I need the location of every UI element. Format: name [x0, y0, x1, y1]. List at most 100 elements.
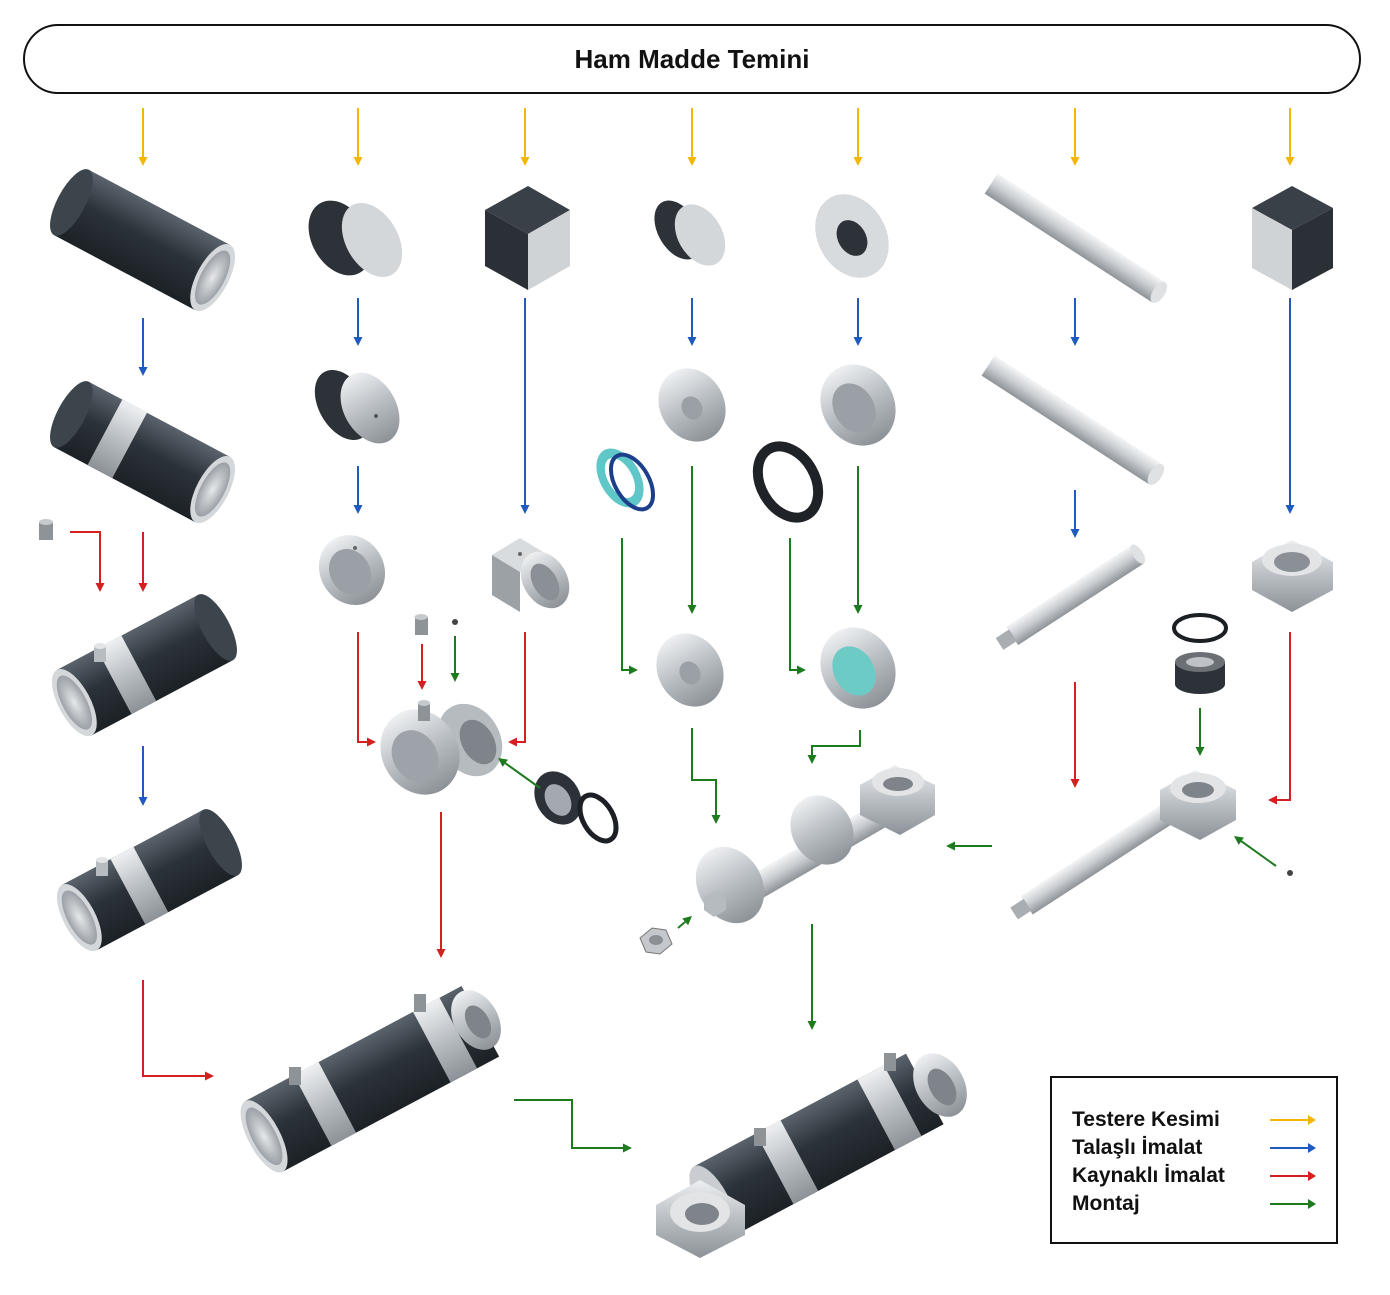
assembly-arrow-barrel-to-final	[514, 1099, 623, 1149]
assembly-arrow-piston-seals	[621, 538, 629, 671]
welding-arrow-cap-head	[367, 737, 376, 747]
machining-arrow-gland-head	[853, 337, 863, 346]
piston-grooved	[658, 368, 726, 442]
final-hydraulic-cylinder	[656, 1053, 967, 1258]
assembly-arrow-rod-to-final-head	[807, 1021, 817, 1030]
legend-arrow-icon	[1270, 1199, 1316, 1209]
assembly-arrow-nut	[677, 921, 686, 929]
gland-machined	[820, 364, 896, 446]
welding-arrow-cap	[357, 632, 367, 743]
welding-arrow-eye-head	[1268, 795, 1277, 805]
legend-item-sawing: Testere Kesimi	[1072, 1106, 1322, 1134]
clevis-block-raw	[485, 186, 570, 290]
legend-arrow-icon	[1270, 1115, 1316, 1125]
assembly-arrow-nipple-rod-head	[1234, 836, 1244, 845]
end-cap-turned	[314, 369, 400, 444]
sawing-arrow-3-head	[520, 157, 530, 166]
assembly-arrow-nipple-rod	[1240, 840, 1277, 867]
piston-rod-assembly	[695, 765, 935, 924]
machining-arrow-rod-2-head	[1070, 529, 1080, 538]
flow-arrows	[70, 108, 1295, 1153]
assembly-arrow-barrel-to-final-head	[623, 1143, 632, 1153]
raw-material-supply-banner: Ham Madde Temini	[23, 24, 1361, 94]
machining-arrow-cap-1-head	[353, 337, 363, 346]
welding-arrow-barrel-to-assy	[142, 980, 205, 1077]
rod-turned	[981, 355, 1165, 486]
welding-arrow-cap-port-head	[417, 681, 427, 690]
piston-with-seals	[656, 633, 724, 707]
welding-arrow-port	[70, 531, 101, 583]
welded-barrel-assembly	[240, 985, 501, 1173]
end-cap-clevis-assembly	[380, 700, 503, 795]
rod-threaded	[995, 544, 1146, 650]
assembly-arrow-piston-to-rod	[691, 728, 717, 815]
sawing-arrow-4-head	[687, 157, 697, 166]
machining-arrow-eye-head	[1285, 505, 1295, 514]
clevis-block-machined	[492, 538, 570, 612]
machining-arrow-barrel-2-head	[138, 797, 148, 806]
gland-seal-set	[752, 441, 824, 523]
piston-nut	[639, 927, 673, 955]
machining-arrow-rod-1-head	[1070, 337, 1080, 346]
sawing-arrow-6-head	[1070, 157, 1080, 166]
legend-item-welding: Kaynaklı İmalat	[1072, 1162, 1322, 1190]
gland-raw-ring	[815, 194, 889, 278]
welding-arrow-clevis-head	[508, 737, 517, 747]
rod-seal-ring	[1172, 613, 1228, 643]
machining-arrow-clevis-head	[520, 505, 530, 514]
machining-arrow-piston-head	[687, 337, 697, 346]
assembly-arrow-nipple-head	[450, 673, 460, 682]
machining-arrow-cap-2-head	[353, 505, 363, 514]
welding-arrow-barrel-head	[138, 583, 148, 592]
welding-arrow-port-head	[95, 583, 105, 592]
port-fitting-cap	[414, 614, 428, 635]
assembly-arrow-piston-seals-head	[629, 665, 638, 675]
piston-raw-disc	[654, 200, 726, 266]
legend-label: Testere Kesimi	[1072, 1108, 1220, 1131]
rod-bearing	[1175, 652, 1225, 694]
welding-arrow-barrel-to-assy-head	[205, 1071, 214, 1081]
assembly-arrow-piston-head	[687, 605, 697, 614]
legend-item-assembly: Montaj	[1072, 1190, 1322, 1218]
legend-arrow-icon	[1270, 1143, 1316, 1153]
assembly-arrow-gland-to-rod-head	[807, 755, 817, 764]
rod-eye-machined	[1252, 540, 1333, 612]
assembly-arrow-seal-to-cap-head	[498, 758, 508, 767]
assembly-arrow-piston-to-rod-head	[711, 815, 721, 824]
welding-arrow-cap-to-barrel-head	[436, 949, 446, 958]
port-fitting-small	[39, 519, 53, 540]
barrel-tube-machined	[50, 381, 236, 524]
sawing-arrow-1-head	[138, 157, 148, 166]
cap-seal-pack	[534, 771, 619, 844]
rod-raw-bar	[984, 173, 1168, 304]
barrel-tube-finished	[56, 809, 242, 952]
assembly-arrow-bearing-head	[1195, 747, 1205, 756]
grease-nipple-cap	[452, 619, 458, 625]
grease-nipple-rod	[1287, 870, 1293, 876]
sawing-arrow-5-head	[853, 157, 863, 166]
end-cap-raw-disc	[308, 200, 403, 277]
legend-item-machining: Talaşlı İmalat	[1072, 1134, 1322, 1162]
welding-arrow-rod-head	[1070, 779, 1080, 788]
legend-label: Montaj	[1072, 1192, 1140, 1215]
piston-seal-set	[596, 448, 656, 512]
assembly-arrow-gland-head	[853, 605, 863, 614]
welding-arrow-eye	[1277, 632, 1291, 801]
legend-label: Kaynaklı İmalat	[1072, 1164, 1225, 1187]
assembly-arrow-seal-to-cap	[504, 762, 541, 789]
assembly-arrow-gland-to-rod	[811, 730, 861, 755]
barrel-tube-with-port	[51, 594, 237, 737]
assembly-arrow-nut-head	[682, 916, 692, 926]
end-cap-bored	[318, 534, 386, 606]
welding-arrow-clevis	[517, 632, 526, 743]
legend-label: Talaşlı İmalat	[1072, 1136, 1203, 1159]
banner-title: Ham Madde Temini	[574, 43, 810, 74]
sawing-arrow-2-head	[353, 157, 363, 166]
assembly-arrow-rod-to-piston-head	[946, 841, 955, 851]
assembly-arrow-gland-seals-head	[797, 665, 806, 675]
assembly-arrow-gland-seals	[789, 538, 797, 671]
machining-arrow-barrel-1-head	[138, 367, 148, 376]
rod-with-eye-assembly	[1010, 770, 1236, 920]
sawing-arrow-7-head	[1285, 157, 1295, 166]
